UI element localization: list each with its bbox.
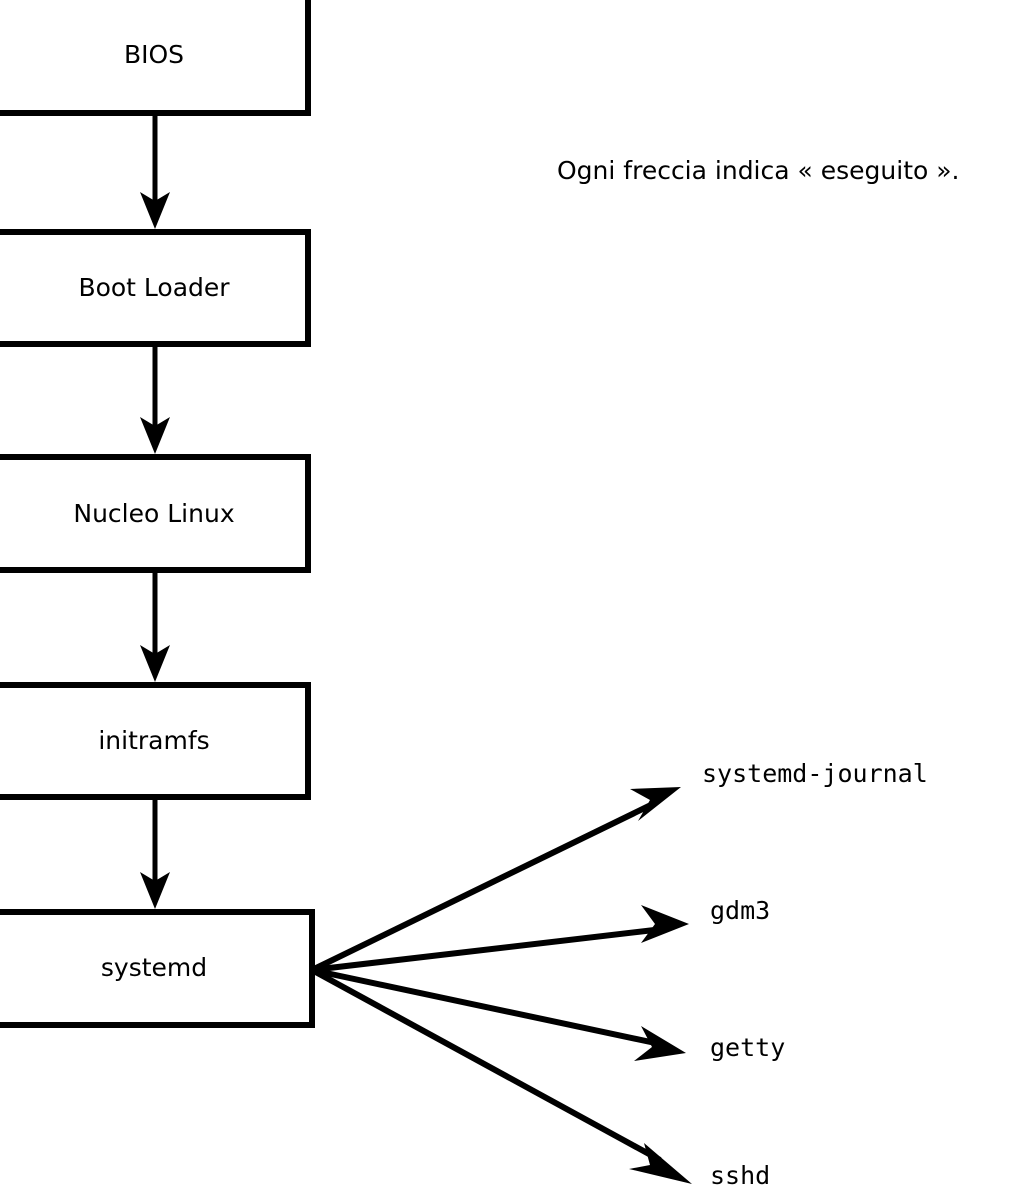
node-bios[interactable]: BIOS — [0, 0, 311, 116]
node-nucleo-linux-rect — [0, 454, 311, 573]
arrow-head-icon — [630, 787, 681, 821]
arrow-head-icon — [140, 417, 170, 454]
node-initramfs-rect — [0, 682, 311, 800]
service-arrow-line — [310, 799, 659, 973]
arrow-head-icon — [634, 1026, 686, 1061]
node-bios-rect — [0, 0, 311, 116]
arrow-head-icon — [140, 192, 170, 229]
node-boot-loader[interactable]: Boot Loader — [0, 229, 311, 347]
service-label-gdm3: gdm3 — [710, 896, 770, 925]
service-arrow-systemd-journal — [310, 787, 681, 973]
node-initramfs-label: initramfs — [98, 726, 209, 755]
node-initramfs[interactable]: initramfs — [0, 682, 311, 800]
diagram-caption: Ogni freccia indica « eseguito ». — [557, 156, 960, 185]
node-systemd-rect — [0, 909, 315, 1028]
chain-arrow-bios-to-boot-loader — [140, 113, 170, 229]
arrow-head-icon — [140, 872, 170, 909]
service-label-sshd: sshd — [710, 1161, 770, 1190]
arrow-head-icon — [140, 645, 170, 682]
service-label-systemd-journal: systemd-journal — [702, 759, 928, 788]
service-arrow-line — [311, 967, 661, 1047]
chain-arrow-initramfs-to-systemd — [140, 797, 170, 909]
service-arrow-line — [311, 926, 664, 973]
node-nucleo-linux[interactable]: Nucleo Linux — [0, 454, 311, 573]
arrow-head-icon — [629, 1143, 692, 1184]
service-arrow-sshd — [310, 967, 692, 1184]
service-label-getty: getty — [710, 1033, 785, 1062]
chain-arrow-nucleo-linux-to-initramfs — [140, 570, 170, 682]
node-bios-label: BIOS — [124, 40, 184, 69]
node-systemd[interactable]: systemd — [0, 909, 315, 1028]
arrow-head-icon — [641, 905, 689, 943]
node-systemd-label: systemd — [101, 953, 207, 982]
node-nucleo-linux-label: Nucleo Linux — [73, 499, 234, 528]
service-arrow-line — [310, 967, 662, 1163]
node-boot-loader-rect — [0, 229, 311, 347]
service-arrow-gdm3 — [311, 905, 689, 973]
node-boot-loader-label: Boot Loader — [78, 273, 230, 302]
chain-arrow-boot-loader-to-nucleo-linux — [140, 344, 170, 454]
service-arrow-getty — [311, 967, 686, 1061]
